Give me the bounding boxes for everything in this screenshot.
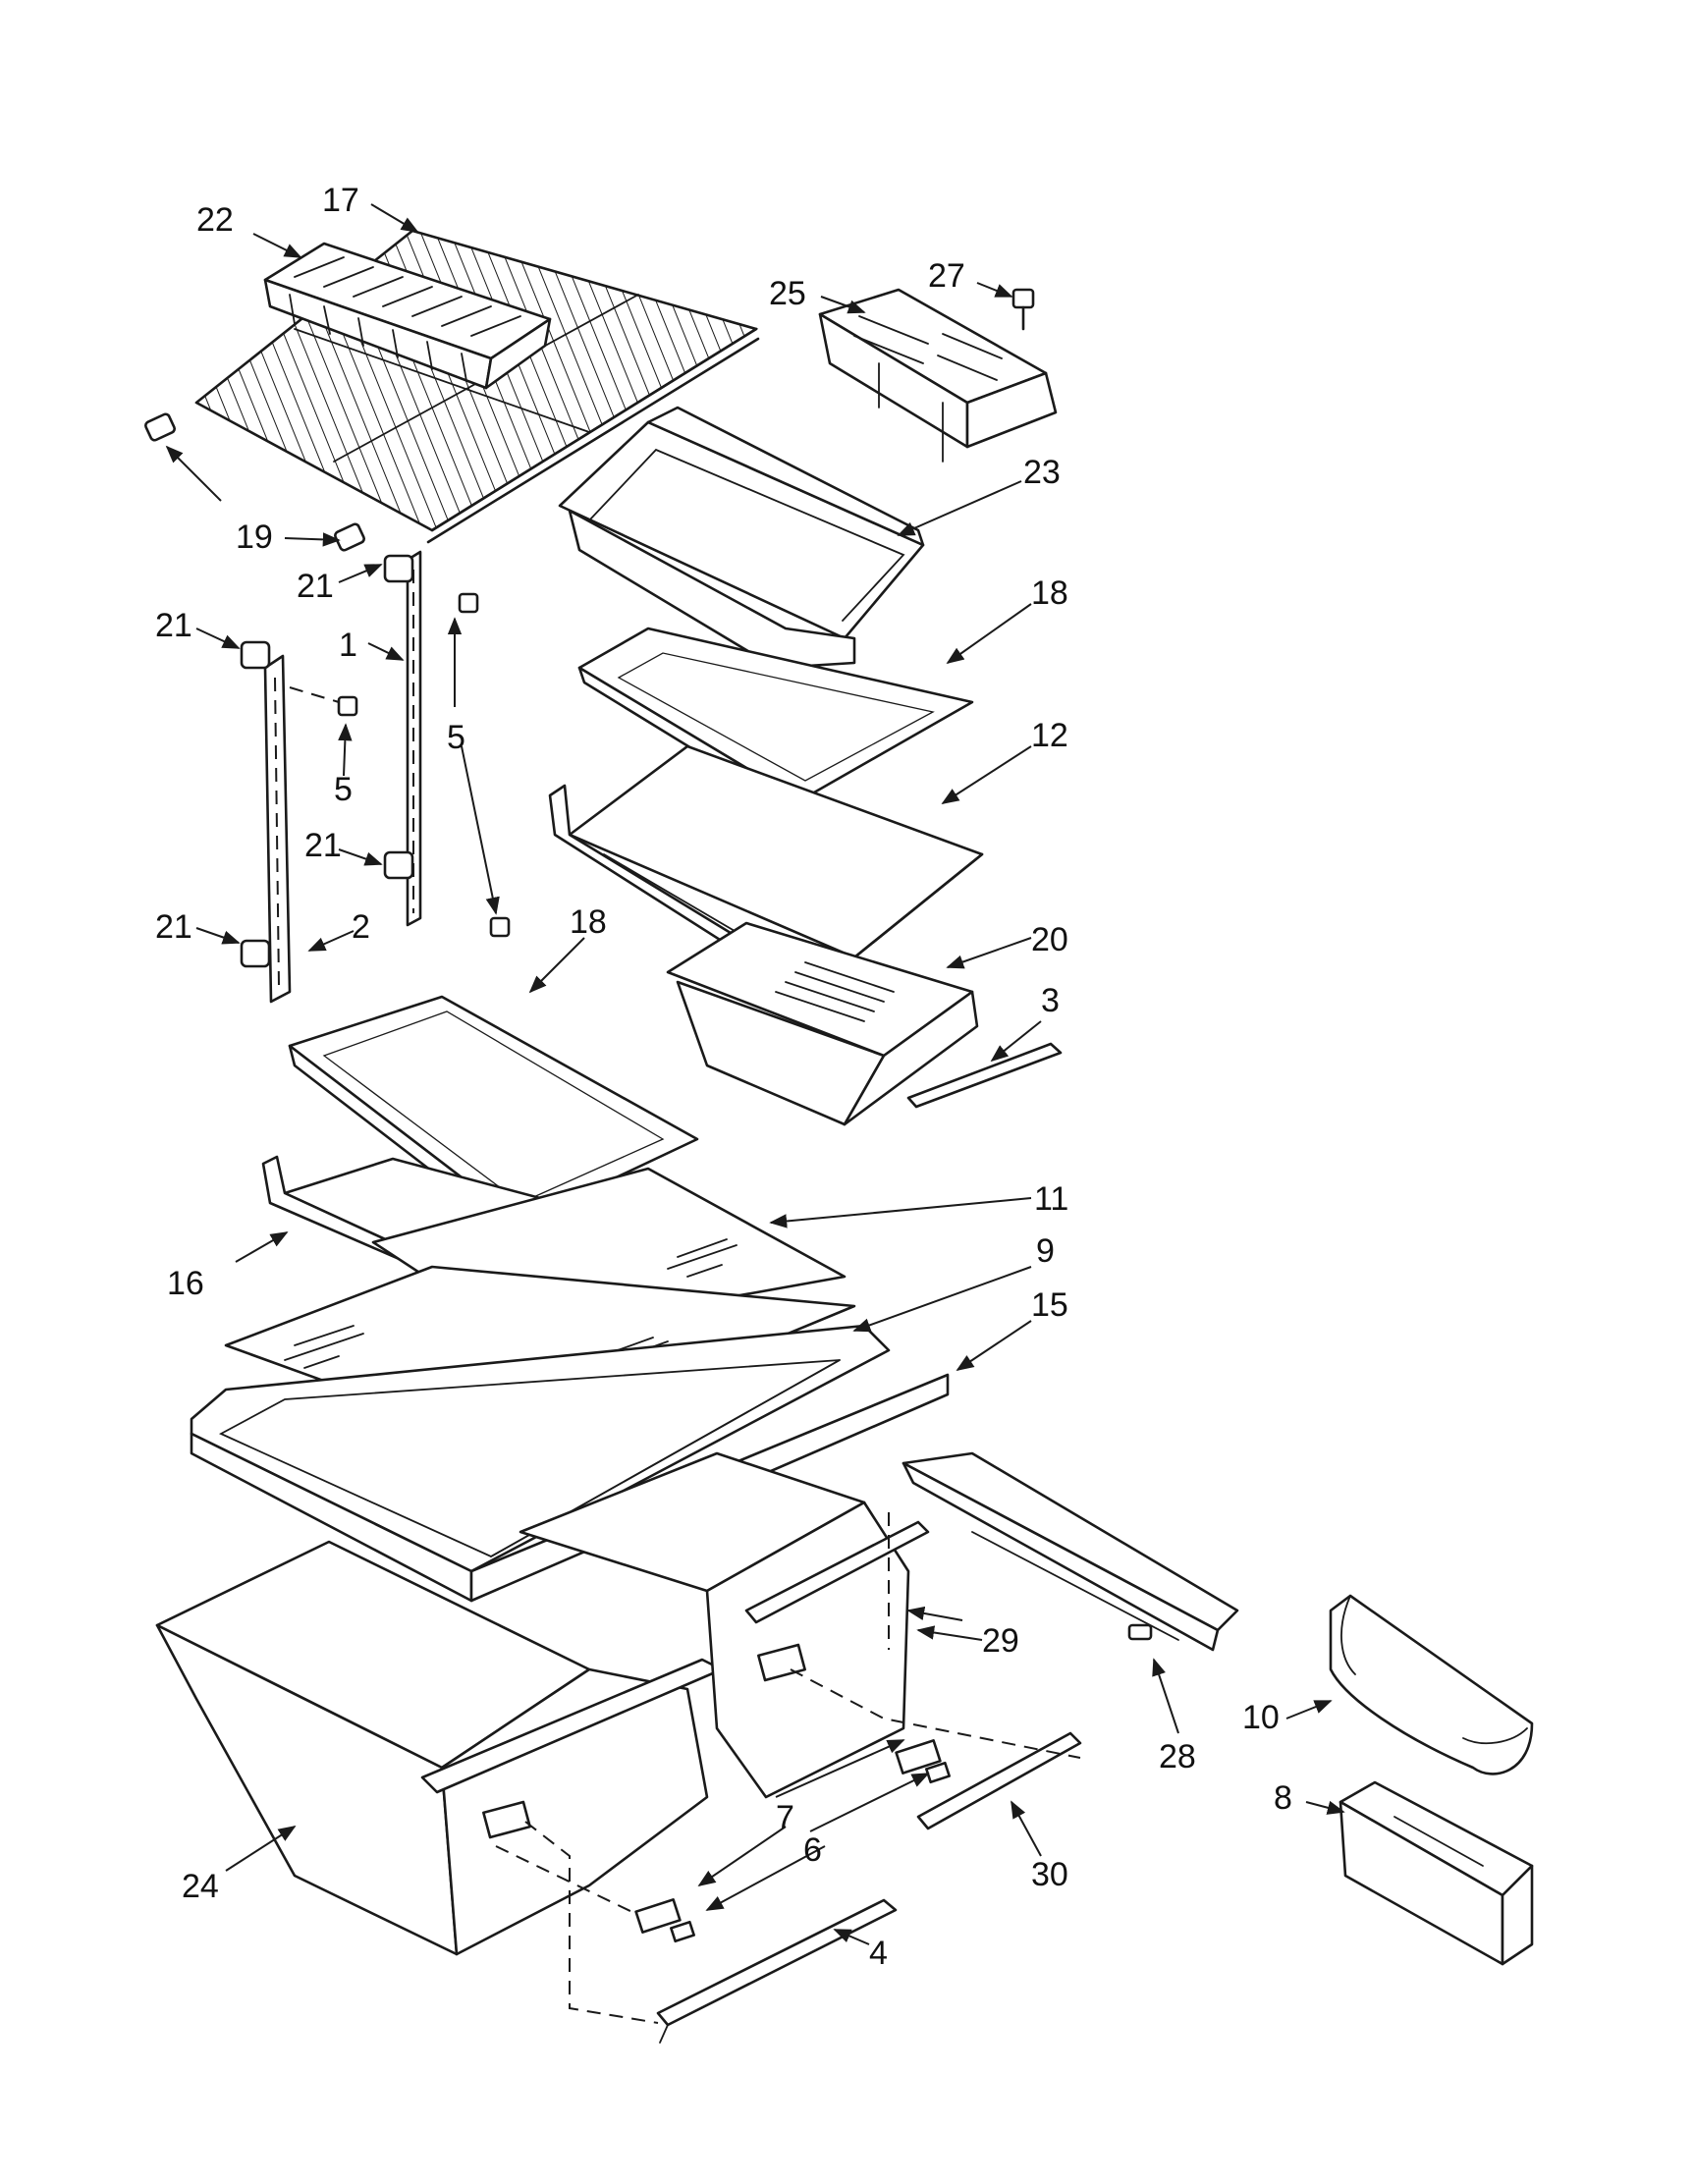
callout-3: 3: [1041, 982, 1060, 1019]
callout-6: 6: [803, 1831, 822, 1869]
slide-part-6: [670, 1761, 951, 1943]
callout-19: 19: [236, 519, 273, 556]
crisper-drawer-part-20: [666, 921, 979, 1126]
screws-part-5: [289, 592, 511, 938]
callout-28: 28: [1159, 1738, 1196, 1775]
callout-22: 22: [196, 201, 234, 239]
alignment-lines: [495, 1512, 1081, 2024]
slide-part-7: [634, 1739, 942, 1934]
callout-20: 20: [1031, 921, 1068, 958]
callout-18a: 18: [1031, 574, 1068, 612]
callout-23: 23: [1023, 454, 1061, 491]
callout-29: 29: [982, 1622, 1019, 1660]
track-part-28: [902, 1451, 1239, 1652]
callout-5a: 5: [334, 771, 353, 808]
callout-24: 24: [182, 1868, 219, 1905]
storage-pan-part-23: [558, 406, 925, 670]
trim-strip-part-4: [656, 1898, 898, 2044]
trim-strip-part-30: [916, 1731, 1082, 1830]
callout-labels: 17 22 25 27 23 19 21 21 1 5 5 21 21 2 18…: [155, 182, 1292, 1972]
callout-2: 2: [352, 908, 370, 946]
callout-12: 12: [1031, 717, 1068, 754]
callout-10: 10: [1242, 1699, 1280, 1736]
door-bin-part-10: [1329, 1594, 1534, 1775]
callout-15: 15: [1031, 1286, 1068, 1324]
ice-tray-part-22: [263, 242, 552, 390]
callout-17: 17: [322, 182, 359, 219]
shelf-end-caps-part-19: [144, 412, 365, 552]
callout-16: 16: [167, 1265, 204, 1302]
rail-clips-part-21: [240, 554, 414, 968]
callout-21b: 21: [155, 607, 192, 644]
trim-strip-part-3: [906, 1042, 1063, 1109]
crisper-drawer-part-29: [519, 1451, 930, 1799]
callout-4: 4: [869, 1935, 888, 1972]
callout-7: 7: [776, 1799, 794, 1836]
callout-30: 30: [1031, 1856, 1068, 1893]
shelf-rail-part-1: [406, 550, 422, 927]
callout-5b: 5: [447, 719, 465, 756]
callout-21c: 21: [304, 827, 342, 864]
callout-27: 27: [928, 257, 965, 295]
callout-21d: 21: [155, 908, 192, 946]
callout-21a: 21: [297, 568, 334, 605]
shelf-rail-part-2: [263, 654, 292, 1004]
screw-part-27: [1011, 288, 1035, 331]
callout-11: 11: [1034, 1180, 1068, 1218]
crisper-drawer-part-24: [155, 1540, 724, 1956]
leader-lines: [165, 203, 1345, 1945]
callout-1: 1: [339, 627, 357, 664]
bracket-part-25: [818, 288, 1058, 463]
door-bin-part-8: [1339, 1780, 1534, 1966]
callout-25: 25: [769, 275, 806, 312]
callout-18b: 18: [570, 903, 607, 941]
callout-8: 8: [1274, 1779, 1292, 1817]
callout-9: 9: [1036, 1232, 1055, 1270]
